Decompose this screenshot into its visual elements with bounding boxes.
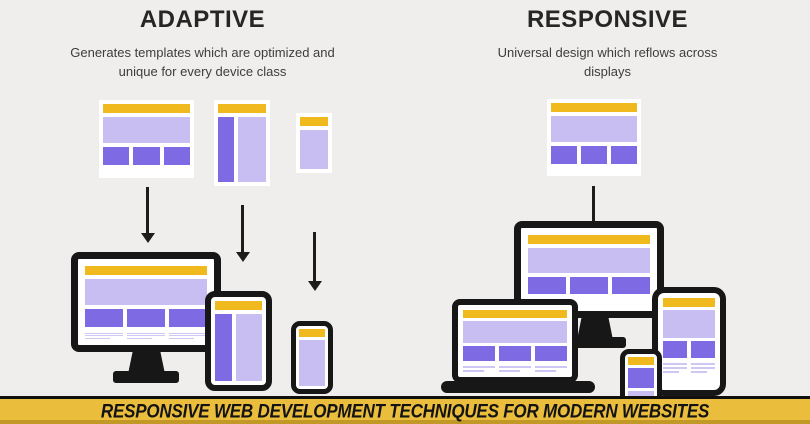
- wireframe-tablet-template: [214, 100, 270, 186]
- wireframe-content-block: [300, 130, 328, 169]
- wireframe-header-bar: [663, 298, 715, 307]
- wireframe-hero-block: [663, 310, 715, 338]
- wireframe-box-row: [663, 341, 715, 358]
- tablet-screen: [658, 293, 720, 390]
- wireframe-hero-block: [463, 321, 567, 343]
- wireframe-hero-block: [551, 116, 637, 142]
- arrow-down-icon: [592, 186, 595, 224]
- wireframe-columns: [218, 117, 266, 182]
- wireframe-header-bar: [300, 117, 328, 126]
- wireframe-hero-block: [85, 279, 207, 305]
- tablet-device-responsive: [652, 287, 726, 396]
- wireframe-text-lines: [103, 169, 190, 174]
- wireframe-header-bar: [215, 301, 262, 310]
- wireframe-header-bar: [551, 103, 637, 112]
- wireframe-text-lines: [463, 364, 567, 372]
- monitor-stand-neck: [577, 315, 613, 340]
- wireframe-hero-block: [528, 248, 650, 273]
- banner-text: RESPONSIVE WEB DEVELOPMENT TECHNIQUES FO…: [100, 400, 710, 422]
- monitor-screen: [521, 228, 657, 311]
- wireframe-header-bar: [103, 104, 190, 113]
- adaptive-title: ADAPTIVE: [139, 6, 266, 33]
- responsive-subtitle: Universal design which reflows across di…: [497, 45, 718, 79]
- monitor-device-responsive: [514, 221, 664, 318]
- laptop-screen: [458, 305, 572, 377]
- wireframe-text-lines: [663, 361, 715, 385]
- bottom-banner: RESPONSIVE WEB DEVELOPMENT TECHNIQUES FO…: [0, 396, 810, 424]
- monitor-stand-base: [562, 337, 626, 348]
- wireframe-text-lines: [551, 168, 637, 172]
- phone-device-adaptive: [291, 321, 333, 394]
- laptop-base: [441, 381, 595, 393]
- wireframe-box-row: [463, 346, 567, 361]
- wireframe-box-row: [103, 147, 190, 165]
- wireframe-box-row: [85, 309, 207, 327]
- wireframe-header-bar: [528, 235, 650, 244]
- wireframe-desktop-template: [99, 100, 194, 178]
- responsive-title: RESPONSIVE: [526, 6, 689, 33]
- wireframe-phone-template: [296, 113, 332, 173]
- wireframe-hero-block: [103, 117, 190, 143]
- wireframe-box-row: [551, 146, 637, 164]
- wireframe-header-bar: [628, 357, 654, 365]
- monitor-stand-base: [113, 371, 179, 383]
- wireframe-responsive-template: [547, 99, 641, 176]
- monitor-screen: [78, 259, 214, 345]
- wireframe-header-bar: [299, 329, 325, 337]
- wireframe-text-lines: [85, 331, 207, 338]
- adaptive-column-header: ADAPTIVE Generates templates which are o…: [0, 0, 405, 82]
- wireframe-header-bar: [218, 104, 266, 113]
- arrow-down-icon: [313, 232, 316, 282]
- wireframe-box: [628, 368, 654, 388]
- monitor-device-adaptive: [71, 252, 221, 352]
- arrow-down-icon: [241, 205, 244, 253]
- wireframe-content-block: [299, 340, 325, 386]
- tablet-device-adaptive: [205, 291, 272, 391]
- wireframe-header-bar: [85, 266, 207, 275]
- arrow-down-icon: [146, 187, 149, 234]
- adaptive-subtitle: Generates templates which are optimized …: [70, 45, 335, 79]
- wireframe-columns: [215, 314, 262, 381]
- responsive-column-header: RESPONSIVE Universal design which reflow…: [405, 0, 810, 82]
- wireframe-box-row: [528, 277, 650, 294]
- phone-screen: [296, 326, 328, 389]
- monitor-stand-neck: [128, 349, 165, 374]
- wireframe-header-bar: [463, 310, 567, 318]
- laptop-device-responsive: [452, 299, 578, 383]
- tablet-screen: [211, 297, 266, 385]
